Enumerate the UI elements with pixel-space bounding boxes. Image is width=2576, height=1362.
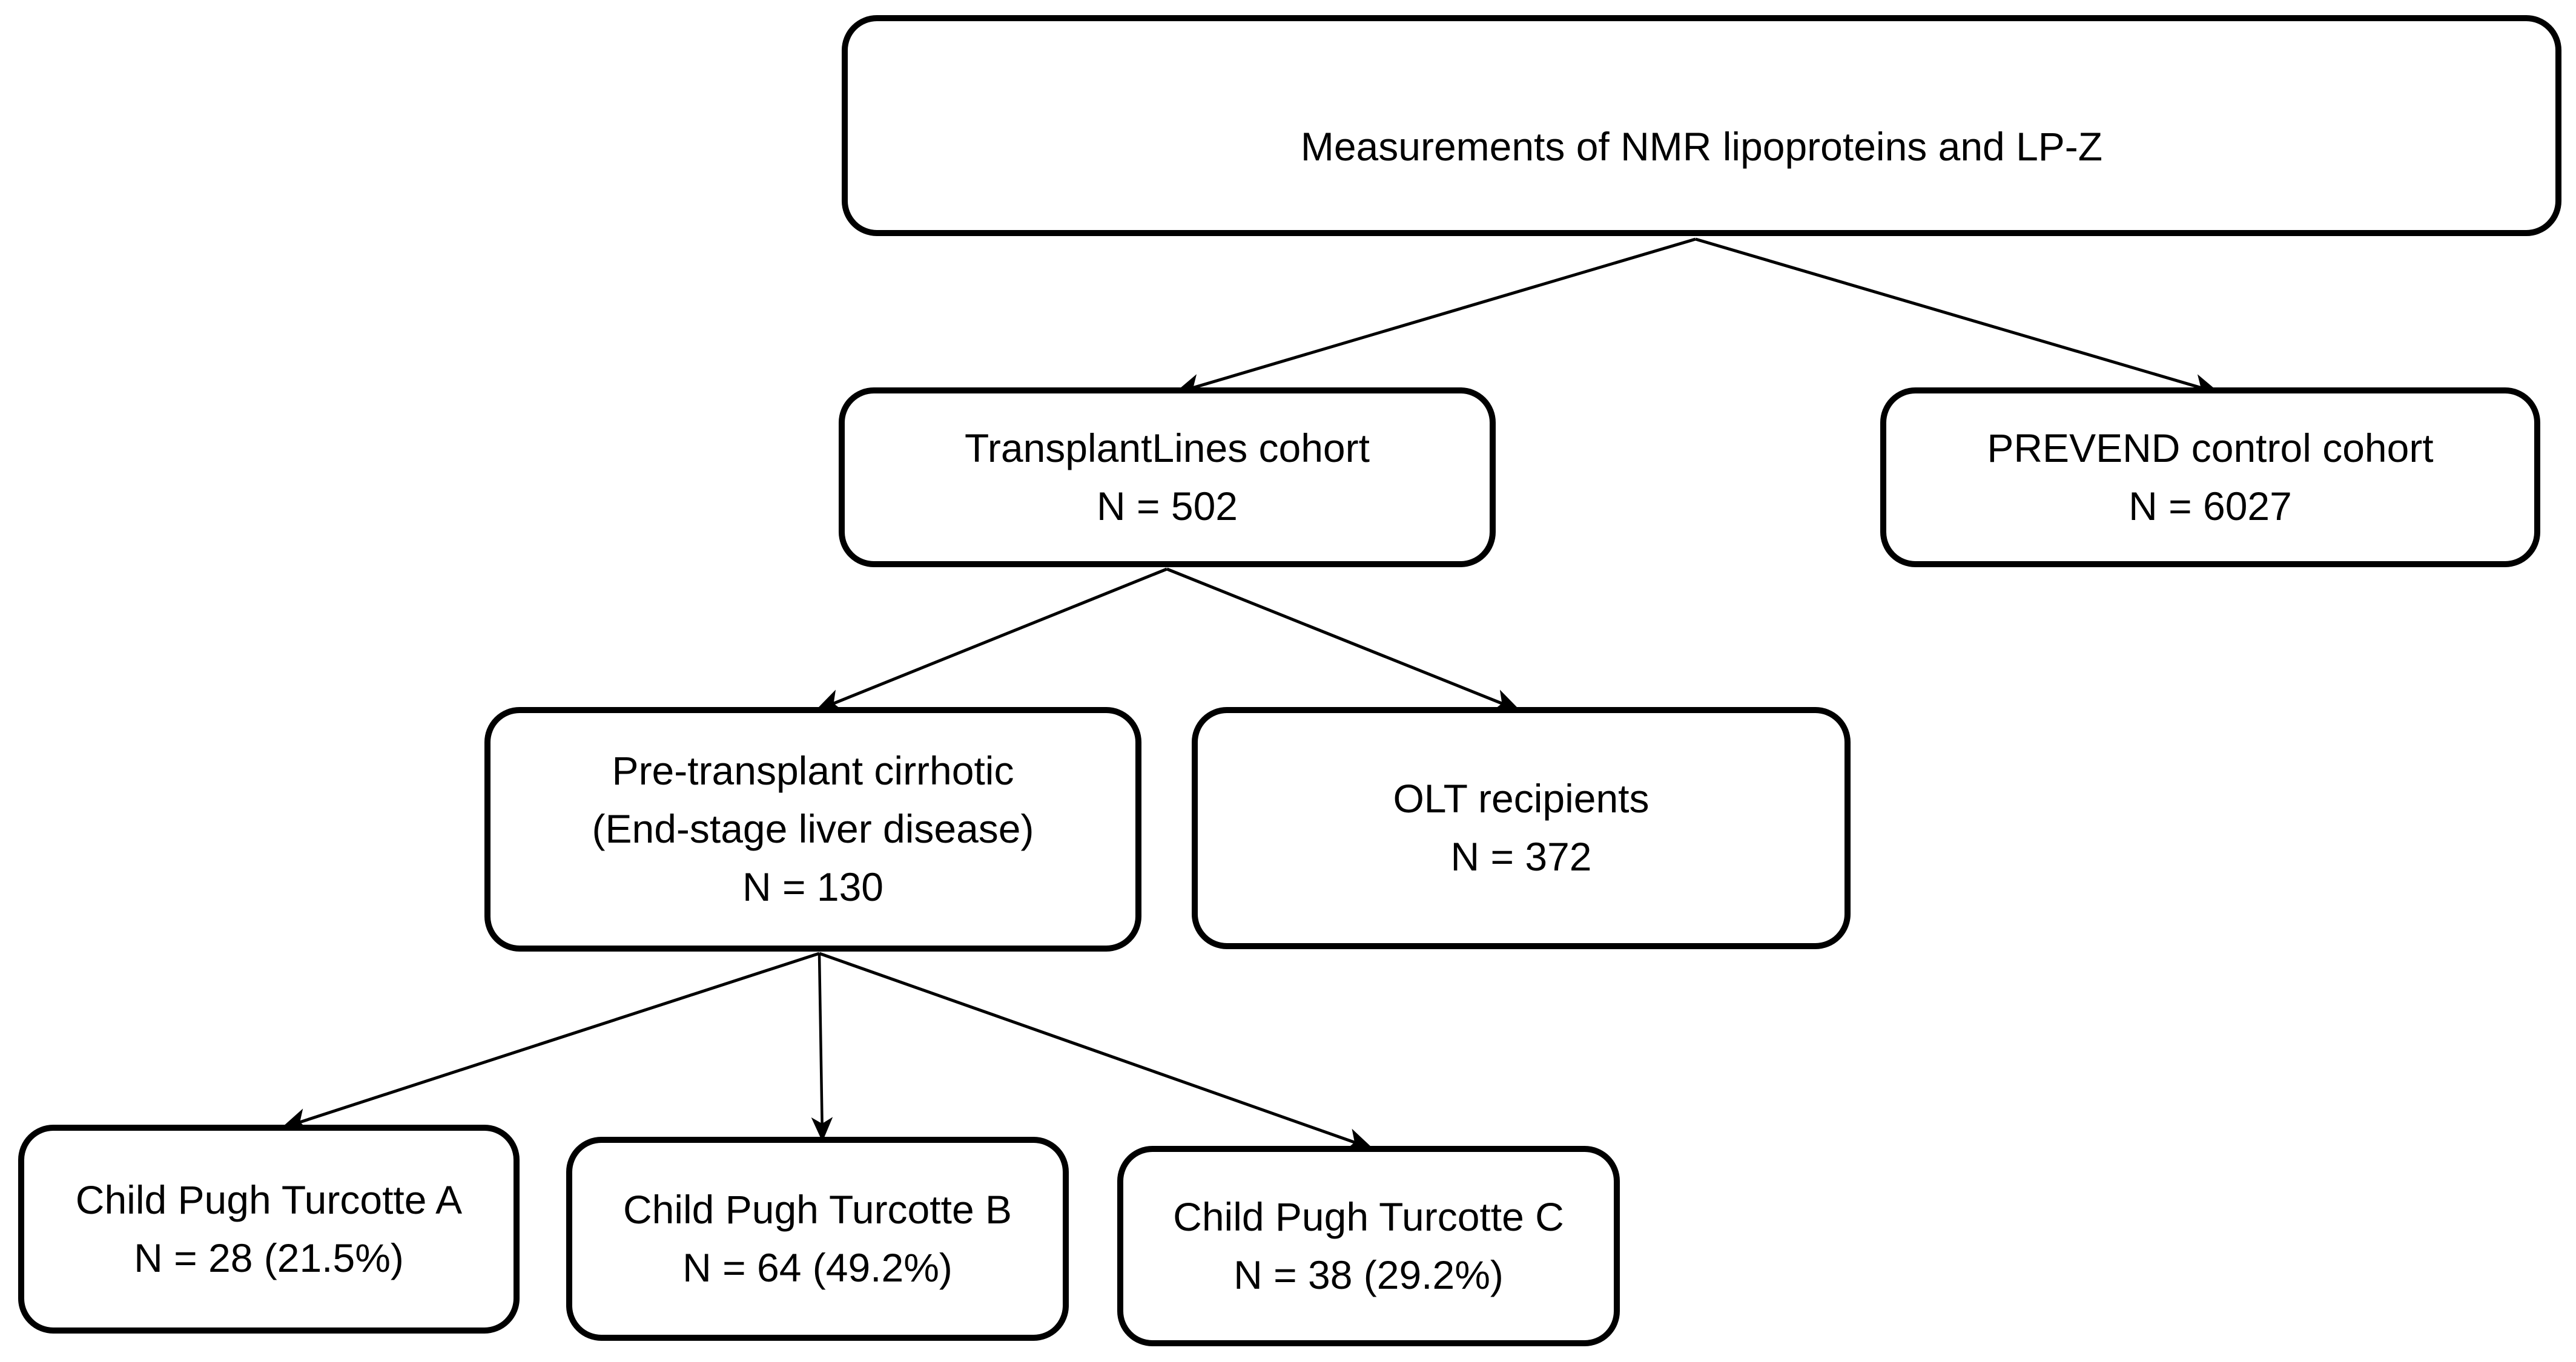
node-count-line: N = 28 (21.5%) xyxy=(134,1235,404,1280)
node-count-line: N = 38 (29.2%) xyxy=(1234,1252,1504,1297)
node-label-line: (End-stage liver disease) xyxy=(592,806,1034,852)
node-child-pugh-turcotte-b: Child Pugh Turcotte B N = 64 (49.2%) xyxy=(566,1137,1069,1341)
node-measurements-root: Measurements of NMR lipoproteins and LP-… xyxy=(842,15,2561,236)
edge-root-to-prevend xyxy=(1695,237,2221,398)
edge-transplantlines-to-pretransplant xyxy=(814,567,1167,712)
node-label-line: Child Pugh Turcotte B xyxy=(623,1186,1012,1232)
edge-pretransplant-to-cpt-c xyxy=(819,952,1374,1151)
node-label-line: Measurements of NMR lipoproteins and LP-… xyxy=(1300,123,2103,169)
node-count-line: N = 130 xyxy=(742,864,883,909)
node-label-line: Child Pugh Turcotte C xyxy=(1173,1194,1564,1239)
node-pretransplant-cirrhotic: Pre-transplant cirrhotic (End-stage live… xyxy=(484,707,1141,952)
node-label-line: TransplantLines cohort xyxy=(965,425,1370,470)
node-olt-recipients: OLT recipients N = 372 xyxy=(1192,707,1851,949)
node-label-line: Pre-transplant cirrhotic xyxy=(612,748,1014,794)
node-prevend-control-cohort: PREVEND control cohort N = 6027 xyxy=(1880,387,2540,567)
node-label-line: OLT recipients xyxy=(1393,776,1650,821)
edge-root-to-transplantlines xyxy=(1174,237,1696,398)
edge-pretransplant-to-cpt-a xyxy=(280,952,820,1132)
edge-transplantlines-to-olt xyxy=(1166,567,1521,712)
node-count-line: N = 502 xyxy=(1097,483,1238,528)
node-child-pugh-turcotte-c: Child Pugh Turcotte C N = 38 (29.2%) xyxy=(1117,1146,1620,1346)
edge-pretransplant-to-cpt-b xyxy=(811,953,833,1142)
node-count-line: N = 372 xyxy=(1450,834,1592,879)
node-label-line: Child Pugh Turcotte A xyxy=(75,1177,463,1222)
node-transplantlines-cohort: TransplantLines cohort N = 502 xyxy=(839,387,1496,567)
node-count-line: N = 6027 xyxy=(2129,483,2292,528)
node-child-pugh-turcotte-a: Child Pugh Turcotte A N = 28 (21.5%) xyxy=(18,1125,520,1334)
node-count-line: N = 64 (49.2%) xyxy=(682,1245,953,1290)
node-label-line: PREVEND control cohort xyxy=(1987,425,2434,470)
